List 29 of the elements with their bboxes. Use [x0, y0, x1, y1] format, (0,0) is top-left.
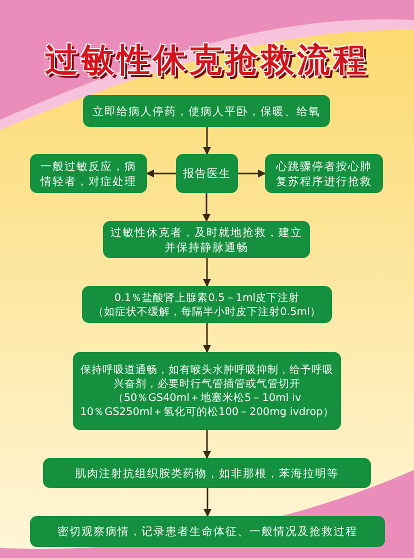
box-text: （如症状不缓解，每隔半小时皮下注射0.5ml） — [93, 304, 321, 318]
box-text: 肌肉注射抗组织胺类药物，如非那根，苯海拉明等 — [75, 466, 339, 480]
box-text: 0.1％盐酸肾上腺素0.5－1ml皮下注射 — [114, 290, 300, 304]
process-box — [30, 516, 385, 547]
arrow — [203, 323, 211, 353]
box-text: 报告医生 — [183, 166, 231, 181]
arrow — [204, 488, 212, 517]
box-text: 立即给病人停药，使病人平卧，保暖、给氧 — [92, 104, 320, 118]
box-text: 保持呼吸道通畅，如有喉头水肿呼吸抑制，给予呼吸兴奋剂，必要时行气管插管或气管切开 — [80, 363, 334, 391]
process-box — [83, 95, 330, 127]
arrow — [202, 193, 210, 222]
box-text: 一般过敏反应，病情轻者，对症处理 — [39, 158, 138, 188]
box-text: 心跳骤停者按心肺复苏程序进行抢救 — [274, 158, 373, 188]
process-box — [73, 352, 341, 430]
arrow — [203, 127, 211, 155]
arrow — [203, 430, 211, 459]
arrow — [203, 258, 211, 287]
process-box — [30, 154, 147, 193]
arrow — [146, 170, 176, 178]
process-box — [265, 154, 383, 193]
process-box — [43, 458, 371, 488]
process-box — [82, 286, 332, 323]
process-box — [176, 154, 238, 193]
arrow — [238, 170, 266, 178]
box-text: 过敏性休克者，及时就地抢救，建立并保持静脉通畅 — [110, 224, 304, 254]
box-text: 密切观察病情，记录患者生命体征、一般情况及抢救过程 — [58, 524, 358, 539]
process-box — [103, 221, 310, 258]
box-text: （50％GS40ml＋地塞米松5－10ml iv 10％GS250ml＋氢化可的松100－200mg ivdrop） — [79, 391, 335, 419]
title: 过敏性休克抢救流程 — [44, 39, 370, 81]
